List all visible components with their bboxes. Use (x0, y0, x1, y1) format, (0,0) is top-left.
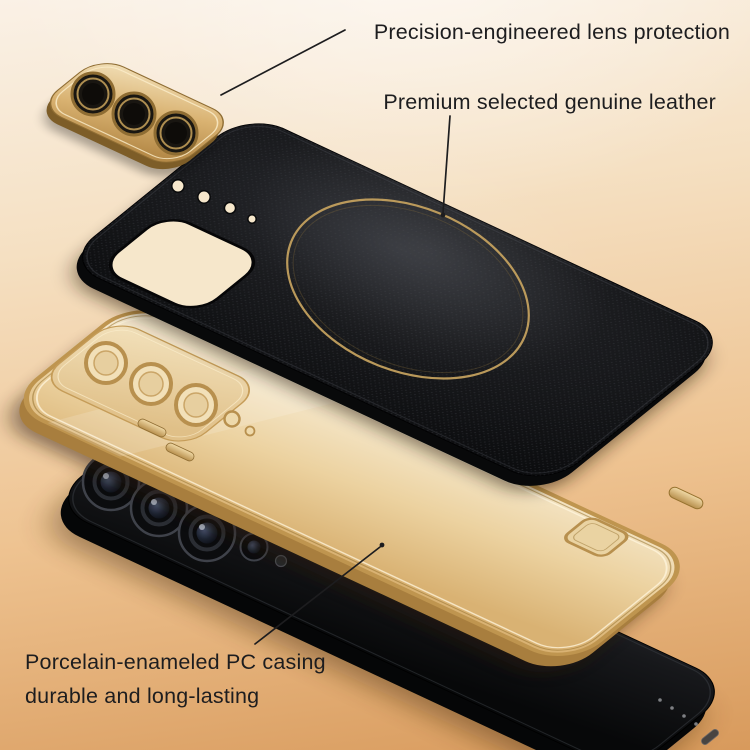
mic-hole (197, 190, 211, 204)
phone-port-details (658, 698, 719, 745)
annotation-lens-protection: Precision-engineered lens protection (373, 20, 730, 44)
annotation-pc-casing-line2: durable and long-lasting (25, 684, 260, 708)
lens-ring (84, 341, 128, 385)
annotation-leather: Premium selected genuine leather (383, 90, 716, 114)
pc-casing-layer (11, 310, 704, 673)
mic-hole (171, 179, 185, 193)
protector-lip (55, 66, 219, 160)
flash-hole (244, 425, 256, 437)
lens-protector-layer (44, 63, 224, 177)
side-button (137, 418, 167, 438)
leader-line (220, 29, 346, 96)
camera-island-highlight (57, 329, 244, 438)
leather-sheen (249, 125, 611, 375)
annotation-lines (220, 29, 451, 645)
lens-ring (174, 383, 218, 427)
protector-lens-hole (153, 110, 199, 156)
annotation-pc-casing: Porcelain-enameled PC casing durable and… (25, 645, 326, 713)
lens-ring (129, 362, 173, 406)
spen-cutout (564, 517, 629, 557)
spen-cutout-inner (573, 523, 620, 552)
magsafe-ring (286, 198, 530, 380)
leader-dot (379, 542, 385, 548)
rim-cutout (668, 486, 704, 510)
usb-port (701, 729, 719, 745)
small-lens-hole (223, 410, 241, 428)
leader-line (254, 546, 381, 645)
leader-line (442, 115, 451, 214)
magsafe-ring-inner (292, 204, 524, 374)
leader-dot (440, 212, 446, 218)
annotation-pc-casing-line1: Porcelain-enameled PC casing (25, 650, 326, 674)
mic-hole (223, 201, 237, 215)
leather-case-layer (74, 123, 713, 492)
protector-lens-hole (111, 91, 157, 137)
protector-lens-hole (70, 71, 116, 117)
camera-cutout (108, 219, 256, 309)
side-button (165, 442, 195, 462)
mic-hole (247, 214, 257, 224)
